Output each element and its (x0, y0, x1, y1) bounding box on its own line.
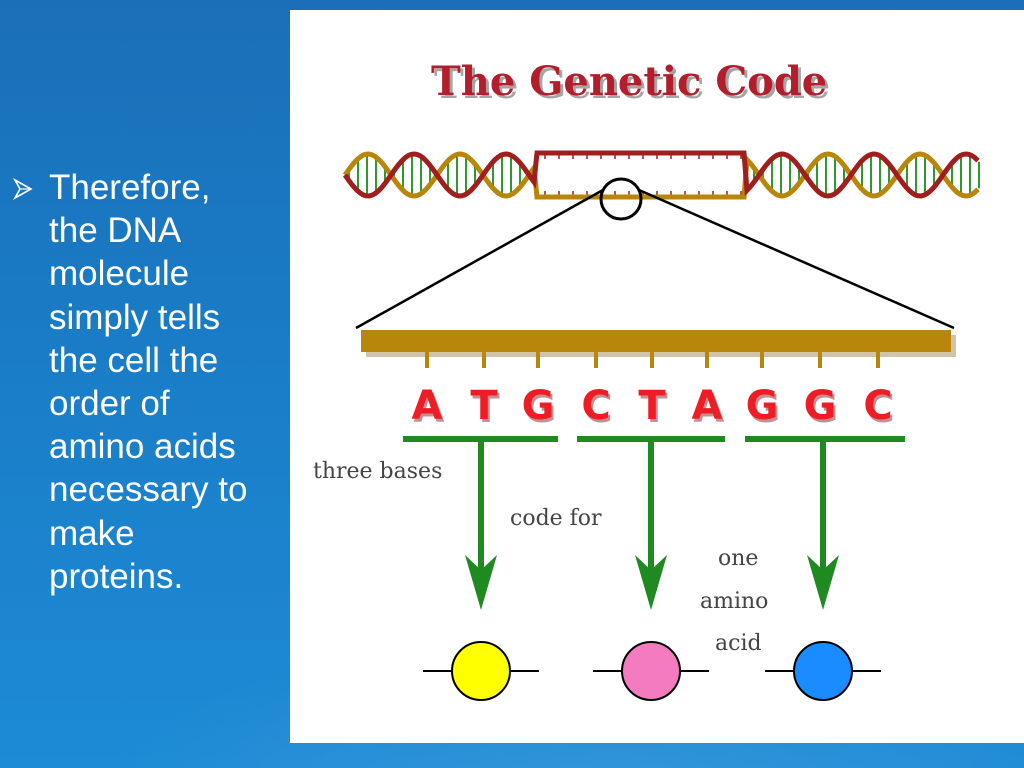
caption-three-bases: three bases (313, 459, 442, 484)
base-letter: C (581, 383, 610, 429)
caption-amino: amino (700, 589, 768, 614)
base-letter: T (638, 383, 666, 429)
bullet-text: Therefore, the DNA molecule simply tells… (49, 168, 248, 596)
arrow-1 (465, 442, 497, 610)
zoom-line-right (638, 188, 955, 330)
base-tick (482, 352, 486, 368)
base-letter-shadow: C (865, 386, 894, 432)
dna-helix (342, 150, 980, 200)
caption-code-for: code for (510, 506, 602, 531)
diagram-title: The Genetic Code (431, 58, 827, 105)
base-letter: A (412, 383, 443, 429)
base-letter-shadow: T (472, 386, 500, 432)
dna-strand (342, 151, 980, 200)
amino-acid-chain (423, 641, 881, 701)
backbone-bar (361, 330, 951, 352)
zoom-line-left (355, 188, 604, 330)
base-letter-shadow: G (748, 386, 781, 432)
amino-acid-circle (793, 641, 853, 701)
amino-acid-circle (621, 641, 681, 701)
base-letter-shadow: C (583, 386, 612, 432)
dna-strand (342, 150, 980, 199)
base-letter: G (746, 383, 779, 429)
codon-underline-1 (403, 436, 558, 442)
base-letter: A (692, 383, 723, 429)
base-tick (594, 352, 598, 368)
base-tick (705, 352, 709, 368)
base-letter-shadow: A (694, 386, 725, 432)
arrow-bullet-icon (12, 178, 33, 200)
amino-acid-circle (451, 641, 511, 701)
base-letter: C (863, 383, 892, 429)
base-tick (536, 352, 540, 368)
diagram-title-shadow: The Genetic Code (434, 61, 830, 108)
base-letter-shadow: T (640, 386, 668, 432)
base-letter: T (470, 383, 498, 429)
base-tick (425, 352, 429, 368)
base-letter-shadow: G (524, 386, 557, 432)
caption-one: one (718, 546, 758, 571)
base-letter: G (522, 383, 555, 429)
base-letter-shadow: G (806, 386, 839, 432)
arrow-3 (807, 442, 839, 610)
magnifier-circle (599, 177, 643, 221)
codon-underline-3 (745, 436, 905, 442)
base-tick (818, 352, 822, 368)
base-tick (876, 352, 880, 368)
caption-acid: acid (715, 631, 762, 656)
arrow-2 (635, 442, 667, 610)
base-letter: G (804, 383, 837, 429)
base-tick (650, 352, 654, 368)
codon-underline-2 (577, 436, 725, 442)
base-tick (760, 352, 764, 368)
base-letter-shadow: A (414, 386, 445, 432)
